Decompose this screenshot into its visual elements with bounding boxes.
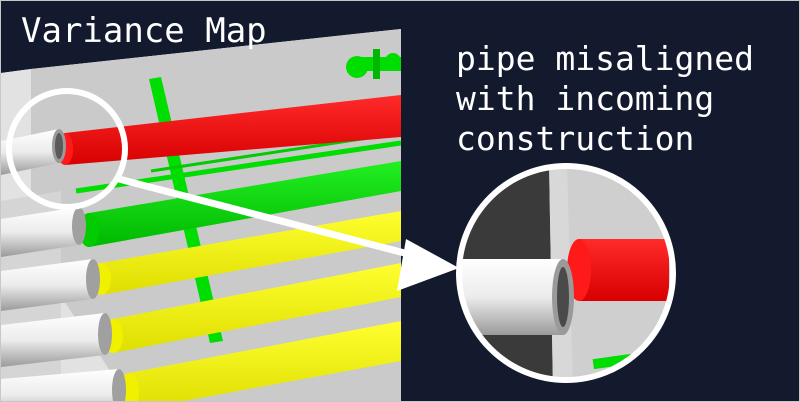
highlight-ring [6,88,128,210]
pipe-existing-1 [1,129,66,175]
inset-pipe-misaligned [567,239,669,301]
callout-text: pipe misaligned with incoming constructi… [456,39,755,158]
zoom-ring [456,163,676,383]
pipe-existing-5 [1,369,126,401]
map-title: Variance Map [21,11,267,51]
dark-backdrop [1,1,401,73]
arrow-right-icon [115,175,459,291]
pipe-existing-2 [1,207,86,257]
pipe-existing-4 [1,313,112,367]
pipe-existing-3 [1,259,100,311]
pipe-rack-view [1,1,401,401]
inset-pipe-existing [459,259,574,335]
